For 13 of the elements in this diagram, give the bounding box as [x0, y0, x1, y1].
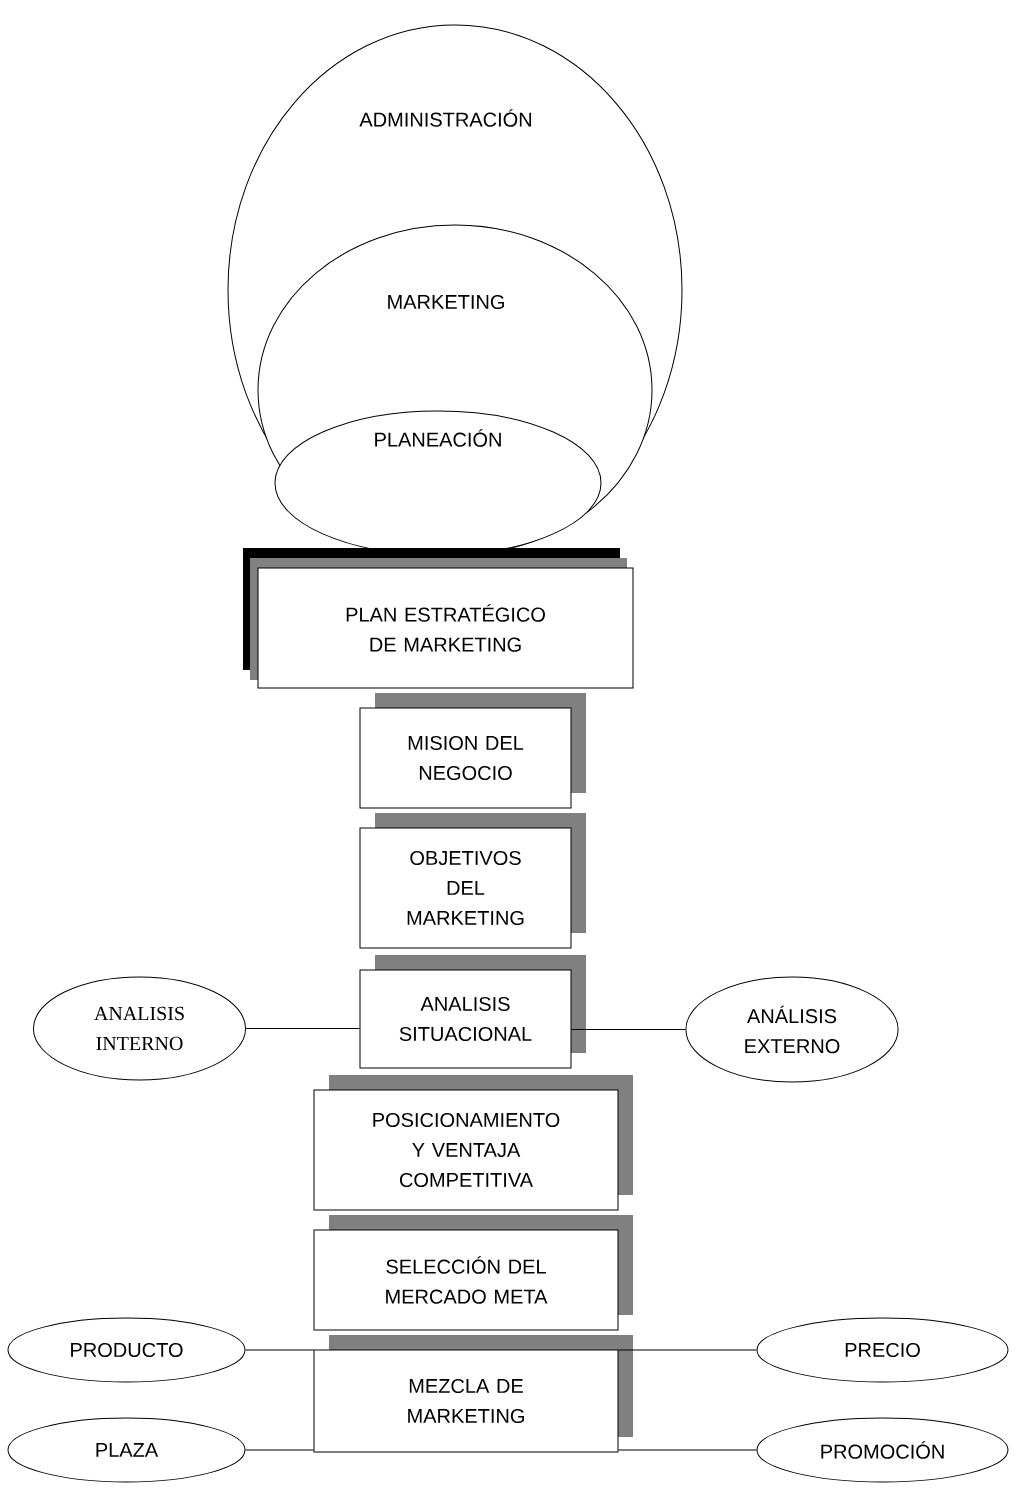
process-box: MEZCLA DE MARKETING [313, 1335, 633, 1453]
connector-line [245, 1028, 360, 1029]
process-box: PLAN ESTRATÉGICO DE MARKETING [243, 548, 634, 689]
connector-line [618, 1449, 757, 1451]
connector-line [245, 1449, 314, 1451]
connector-line [571, 1029, 686, 1030]
connector-line [245, 1349, 314, 1351]
process-box: POSICIONAMIENTO Y VENTAJA COMPETITIVA [313, 1075, 633, 1211]
process-box: SELECCIÓN DEL MERCADO META [313, 1215, 633, 1331]
process-box: OBJETIVOS DEL MARKETING [359, 813, 586, 949]
process-box: ANALISIS SITUACIONAL [359, 955, 586, 1069]
connector-line [618, 1349, 757, 1351]
process-box: MISION DEL NEGOCIO [359, 693, 586, 809]
